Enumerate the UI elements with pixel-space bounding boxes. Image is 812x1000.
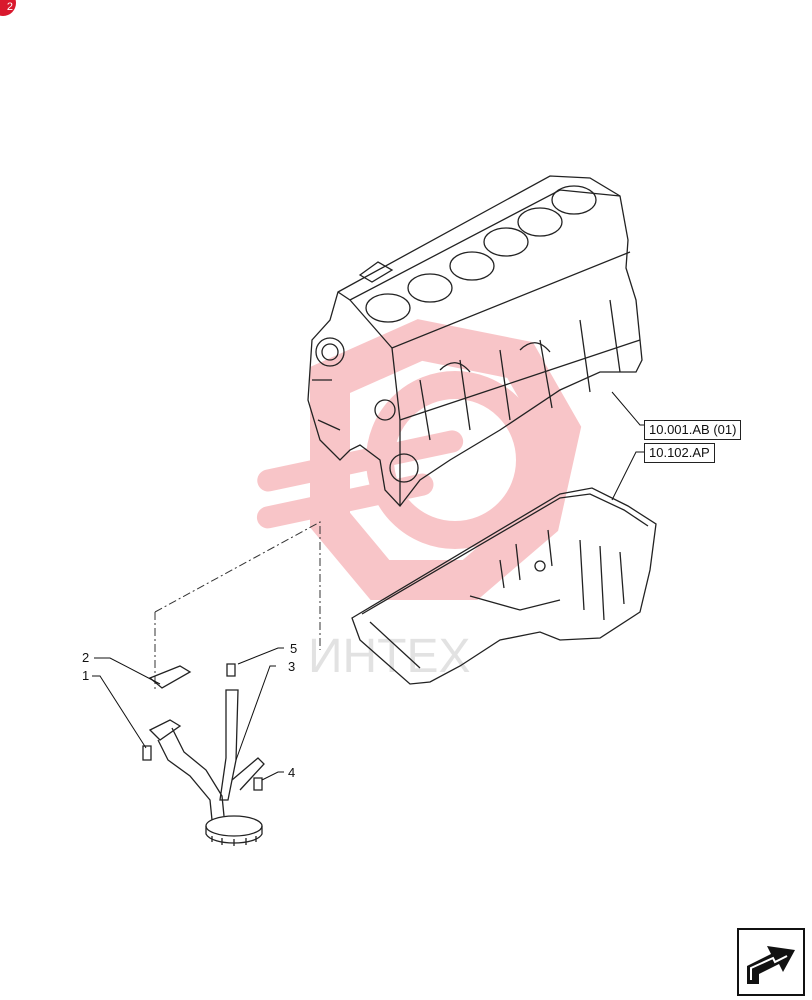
callout-1: 1 [82, 668, 90, 683]
next-page-arrow-icon[interactable] [737, 928, 805, 996]
assembly-lines [154, 521, 321, 690]
oil-pan [351, 487, 657, 685]
reference-box-oil-pan[interactable]: 10.102.AP [644, 443, 715, 463]
watermark-text: ИНТЕХ [308, 630, 471, 683]
page-badge: 2 [0, 0, 16, 16]
leader-lines [92, 391, 645, 781]
engine-block [307, 175, 643, 508]
watermark-logo: ИНТЕХ [256, 319, 582, 683]
callout-4: 4 [288, 765, 296, 780]
oil-pickup-assembly [142, 663, 265, 846]
callout-3: 3 [288, 659, 296, 674]
callout-2: 2 [82, 650, 90, 665]
reference-box-engine-block[interactable]: 10.001.AB (01) [644, 420, 742, 440]
callout-5: 5 [290, 641, 298, 656]
